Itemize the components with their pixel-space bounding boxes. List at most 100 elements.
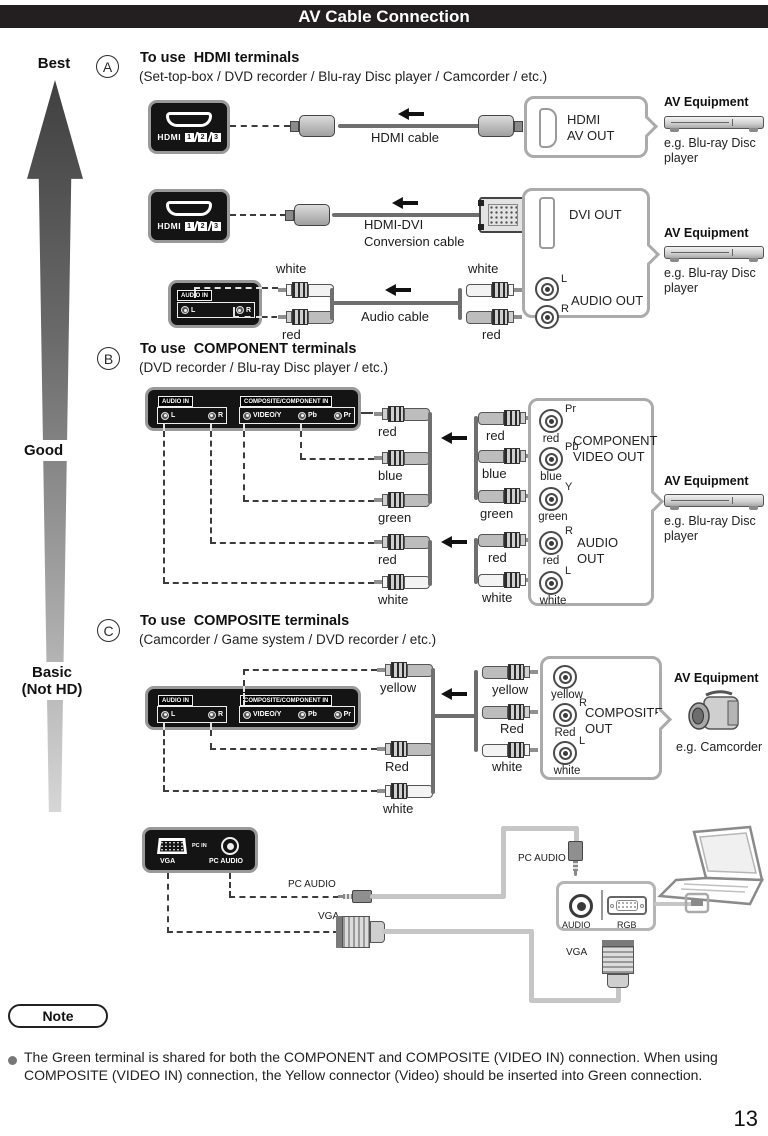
vga-cable (382, 929, 534, 934)
bluray-player-icon (664, 116, 764, 132)
l-jack-icon (161, 411, 169, 420)
vga-port-icon (157, 838, 187, 854)
section-a-subtitle: (Set-top-box / DVD recorder / Blu-ray Di… (139, 69, 548, 84)
vga-cable (616, 984, 621, 1001)
dashed-connection-line (230, 214, 286, 216)
pc-audio-port-label: PC AUDIO (209, 858, 243, 865)
page-number: 13 (733, 1106, 758, 1131)
tv-component-panel: AUDIO IN L R COMPOSITE/COMPONENT IN VIDE… (145, 387, 361, 431)
composite-cable-line (431, 668, 435, 794)
vga-plug-label: VGA (566, 947, 588, 958)
quality-best-label: Best (16, 53, 92, 74)
rca-plug-red (377, 740, 433, 758)
rca-plug-blue (478, 447, 534, 465)
dashed-connection-line (233, 316, 262, 318)
rca-plug-red (374, 533, 430, 551)
audio-out-l-jack (535, 277, 559, 301)
vga-cable (529, 929, 534, 1003)
audio-in-jacks: L R (177, 302, 255, 318)
rca-plug-white (377, 782, 433, 800)
pc-in-label: PC IN (192, 843, 207, 849)
dashed-connection-line (262, 316, 277, 318)
jack-sup-label: Pr (565, 403, 576, 415)
audio-out-label: AUDIO OUT (571, 293, 644, 308)
plug-label: white (482, 590, 513, 605)
dashed-connection-line (210, 730, 212, 749)
video-out-jack (553, 665, 577, 689)
plug-label: yellow (492, 682, 529, 697)
rca-plug-red (466, 308, 522, 326)
rca-plug-red (478, 531, 534, 549)
av-equipment-label: AV Equipment (664, 226, 749, 240)
composite-out-label: COMPOSITE OUT (585, 705, 664, 736)
bluray-example-label: e.g. Blu-ray Disc player (664, 514, 756, 543)
dvi-connector-icon (478, 197, 526, 233)
dashed-connection-line (230, 125, 290, 127)
jack-l-label: L (561, 273, 568, 285)
component-cable-line (428, 412, 432, 504)
rca-plug-white (278, 281, 334, 299)
plug-label: Red (500, 721, 524, 736)
y-out-jack (539, 487, 563, 511)
dashed-connection-line (262, 287, 278, 289)
hdmi-port-icon (166, 201, 212, 216)
r-jack-icon (235, 306, 244, 314)
rca-plug-red (478, 409, 534, 427)
jack-color-label: Red (554, 727, 576, 739)
plug-label: Red (385, 759, 409, 774)
section-c-title: To use COMPOSITE terminals (140, 613, 350, 629)
dashed-connection-line (167, 873, 169, 933)
r-jack-icon (207, 710, 216, 719)
dashed-connection-line (163, 730, 165, 791)
dvi-out-port-icon (539, 197, 555, 249)
quality-good-label: Good (20, 440, 68, 461)
l-jack-icon (161, 710, 169, 719)
pb-jack-icon (298, 411, 307, 420)
dashed-connection-line (163, 431, 165, 583)
laptop-port-box: AUDIO RGB (556, 881, 656, 931)
dashed-connection-line (210, 722, 212, 730)
component-jacks: VIDEO/Y Pb Pr (239, 407, 355, 424)
audio-in-tab: AUDIO IN (158, 396, 193, 407)
vga-connector-icon (336, 916, 385, 948)
dashed-connection-line (300, 458, 374, 460)
pb-jack-icon (298, 710, 307, 719)
bluray-example-label: e.g. Blu-ray Disc player (664, 136, 756, 165)
pc-audio-cable (501, 826, 506, 899)
composite-cable-line (474, 670, 478, 752)
composite-cable-line (431, 714, 477, 718)
plug-label: red (486, 428, 505, 443)
audio-r-out-jack (553, 703, 577, 727)
jack-color-label: red (542, 433, 560, 445)
pc-audio-cable-label: PC AUDIO (288, 879, 336, 890)
dashed-connection-line (210, 431, 212, 543)
signal-arrow-icon (441, 432, 467, 444)
laptop-link-line (654, 902, 696, 906)
section-c-badge: C (97, 619, 120, 642)
rca-plug-white (478, 571, 534, 589)
dashed-connection-line (233, 307, 235, 316)
jack-sup-label: Pb (565, 441, 579, 453)
l-jack-icon (181, 306, 189, 314)
tv-composite-panel: AUDIO IN L R COMPOSITE/COMPONENT IN VIDE… (145, 686, 361, 730)
red-plug-label: red (482, 327, 501, 342)
plug-label: white (492, 759, 523, 774)
component-cable-line (474, 416, 478, 500)
laptop-audio-jack-icon (569, 894, 593, 918)
pc-audio-jack-icon (221, 837, 239, 855)
laptop-audio-label: AUDIO (562, 920, 591, 930)
hdmi-plug-icon (478, 115, 523, 137)
jack-color-label: yellow (551, 689, 583, 701)
dashed-connection-line (163, 424, 165, 431)
audio-cable-line (428, 540, 432, 586)
signal-arrow-icon (385, 284, 411, 296)
pr-jack-icon (333, 411, 342, 420)
rca-plug-white (374, 573, 430, 591)
bluray-example-label: e.g. Blu-ray Disc player (664, 266, 756, 295)
rca-plug-yellow (482, 663, 538, 681)
note-badge: Note (8, 1004, 108, 1028)
dashed-connection-line (229, 896, 339, 898)
